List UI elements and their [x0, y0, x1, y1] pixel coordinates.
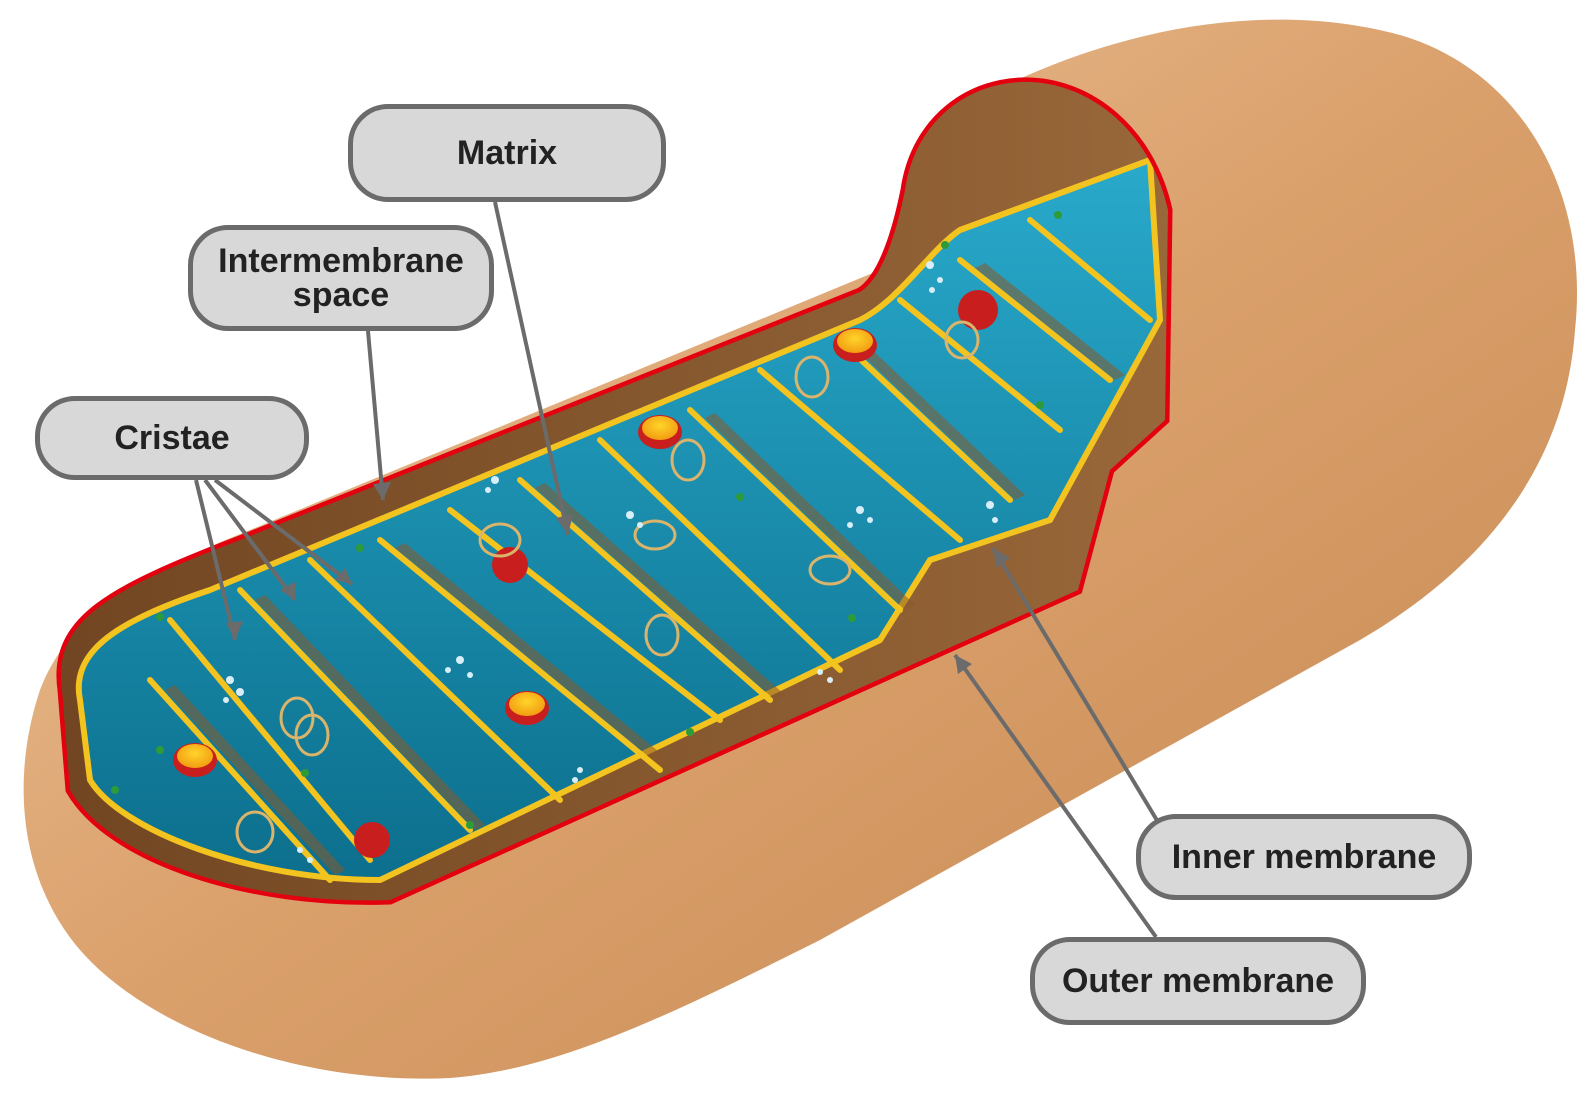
label-intermembrane-line1: Intermembrane: [218, 244, 464, 278]
label-inner-membrane-text: Inner membrane: [1172, 840, 1437, 874]
label-cristae: Cristae: [35, 396, 309, 480]
label-intermembrane-space: Intermembrane space: [188, 225, 494, 331]
label-matrix-text: Matrix: [457, 136, 557, 170]
label-intermembrane-line2: space: [218, 278, 464, 312]
label-matrix: Matrix: [348, 104, 666, 202]
label-inner-membrane: Inner membrane: [1136, 814, 1472, 900]
leader-intermembrane: [368, 331, 383, 500]
label-outer-membrane-text: Outer membrane: [1062, 964, 1334, 998]
label-cristae-text: Cristae: [114, 421, 229, 455]
label-outer-membrane: Outer membrane: [1030, 937, 1366, 1025]
